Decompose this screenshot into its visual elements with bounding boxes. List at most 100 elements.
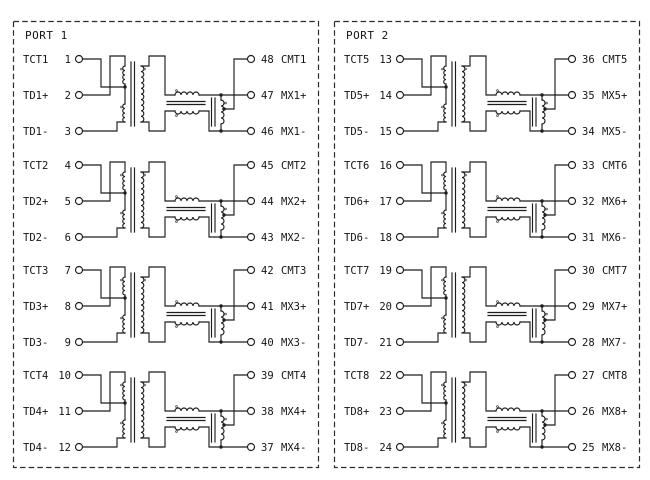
- phase-dot: [120, 173, 123, 177]
- phase-dot: [175, 220, 178, 223]
- pin-number: 18: [379, 232, 392, 244]
- pin-number: 48: [261, 54, 274, 66]
- phase-dot: [441, 105, 444, 109]
- pin-label: MX6-: [602, 232, 627, 244]
- pin-terminal: [567, 442, 577, 452]
- wires: [402, 371, 570, 448]
- pin-label: TD5-: [344, 126, 369, 138]
- junction-dot: [540, 235, 544, 239]
- pin-label: MX3+: [281, 301, 306, 313]
- phase-dot: [496, 220, 499, 223]
- pin-terminal: [246, 160, 256, 170]
- pin-label: MX6+: [602, 196, 627, 208]
- pin-label: TD2-: [23, 232, 48, 244]
- phase-dot: [496, 430, 499, 433]
- pin-number: 36: [582, 54, 595, 66]
- pin-number: 8: [65, 301, 71, 313]
- phase-dot: [441, 173, 444, 177]
- junction-dot: [543, 107, 547, 111]
- pin-terminal: [74, 265, 84, 275]
- pin-number: 25: [582, 442, 595, 454]
- pin-number: 11: [58, 406, 71, 418]
- junction-dot: [219, 445, 223, 449]
- phase-dot: [120, 383, 123, 387]
- pin-terminal: [246, 232, 256, 242]
- pin-number: 24: [379, 442, 392, 454]
- transformer-windings: [122, 65, 225, 125]
- pin-terminal: [74, 370, 84, 380]
- junction-dot: [444, 85, 448, 89]
- pin-terminal: [567, 301, 577, 311]
- pin-terminal: [567, 160, 577, 170]
- junction-dot: [540, 340, 544, 344]
- pin-terminal: [567, 232, 577, 242]
- pin-label: TCT1: [23, 54, 48, 66]
- pin-label: TCT2: [23, 160, 48, 172]
- junction-dot: [222, 213, 226, 217]
- pin-terminal: [246, 442, 256, 452]
- pin-number: 12: [58, 442, 71, 454]
- pin-terminal: [246, 406, 256, 416]
- junction-dot: [540, 445, 544, 449]
- pin-label: MX2-: [281, 232, 306, 244]
- pin-number: 1: [65, 54, 71, 66]
- pin-label: CMT5: [602, 54, 627, 66]
- pin-number: 23: [379, 406, 392, 418]
- core-lines: [451, 61, 537, 127]
- junction-dot: [222, 423, 226, 427]
- junction-dot: [219, 304, 223, 308]
- phase-dot: [464, 67, 467, 71]
- pin-terminal: [395, 442, 405, 452]
- core-lines: [130, 377, 216, 443]
- wires: [402, 266, 570, 343]
- junction-dot: [444, 401, 448, 405]
- pin-number: 30: [582, 265, 595, 277]
- pin-label: CMT6: [602, 160, 627, 172]
- transformer-windings: [122, 381, 225, 441]
- phase-dot: [143, 383, 146, 387]
- phase-dot: [496, 300, 499, 303]
- phase-dot: [175, 430, 178, 433]
- pin-number: 15: [379, 126, 392, 138]
- port-boundary: [12, 20, 320, 469]
- pin-label: CMT1: [281, 54, 306, 66]
- pin-label: MX2+: [281, 196, 306, 208]
- phase-dot: [545, 207, 548, 211]
- phase-dot: [441, 316, 444, 320]
- junction-dot: [222, 318, 226, 322]
- junction-dot: [123, 191, 127, 195]
- core-lines: [130, 61, 216, 127]
- wires: [81, 371, 249, 448]
- pin-label: TD8-: [344, 442, 369, 454]
- phase-dot: [496, 325, 499, 328]
- port-title: PORT 2: [346, 29, 389, 42]
- junction-dot: [123, 401, 127, 405]
- pin-number: 32: [582, 196, 595, 208]
- transformer-windings: [122, 171, 225, 231]
- junction-dot: [219, 129, 223, 133]
- pin-label: MX4+: [281, 406, 306, 418]
- phase-dot: [496, 114, 499, 117]
- phase-dot: [175, 114, 178, 117]
- pin-number: 5: [65, 196, 71, 208]
- pin-terminal: [395, 160, 405, 170]
- pin-label: MX1-: [281, 126, 306, 138]
- pin-number: 21: [379, 337, 392, 349]
- pin-number: 22: [379, 370, 392, 382]
- phase-dot: [224, 207, 227, 211]
- junction-dot: [543, 318, 547, 322]
- junction-dot: [219, 93, 223, 97]
- phase-dot: [545, 101, 548, 105]
- pin-terminal: [74, 301, 84, 311]
- pin-label: MX1+: [281, 90, 306, 102]
- phase-dot: [464, 278, 467, 282]
- pin-terminal: [74, 126, 84, 136]
- pin-number: 2: [65, 90, 71, 102]
- junction-dot: [444, 191, 448, 195]
- pin-terminal: [395, 265, 405, 275]
- pin-terminal: [74, 232, 84, 242]
